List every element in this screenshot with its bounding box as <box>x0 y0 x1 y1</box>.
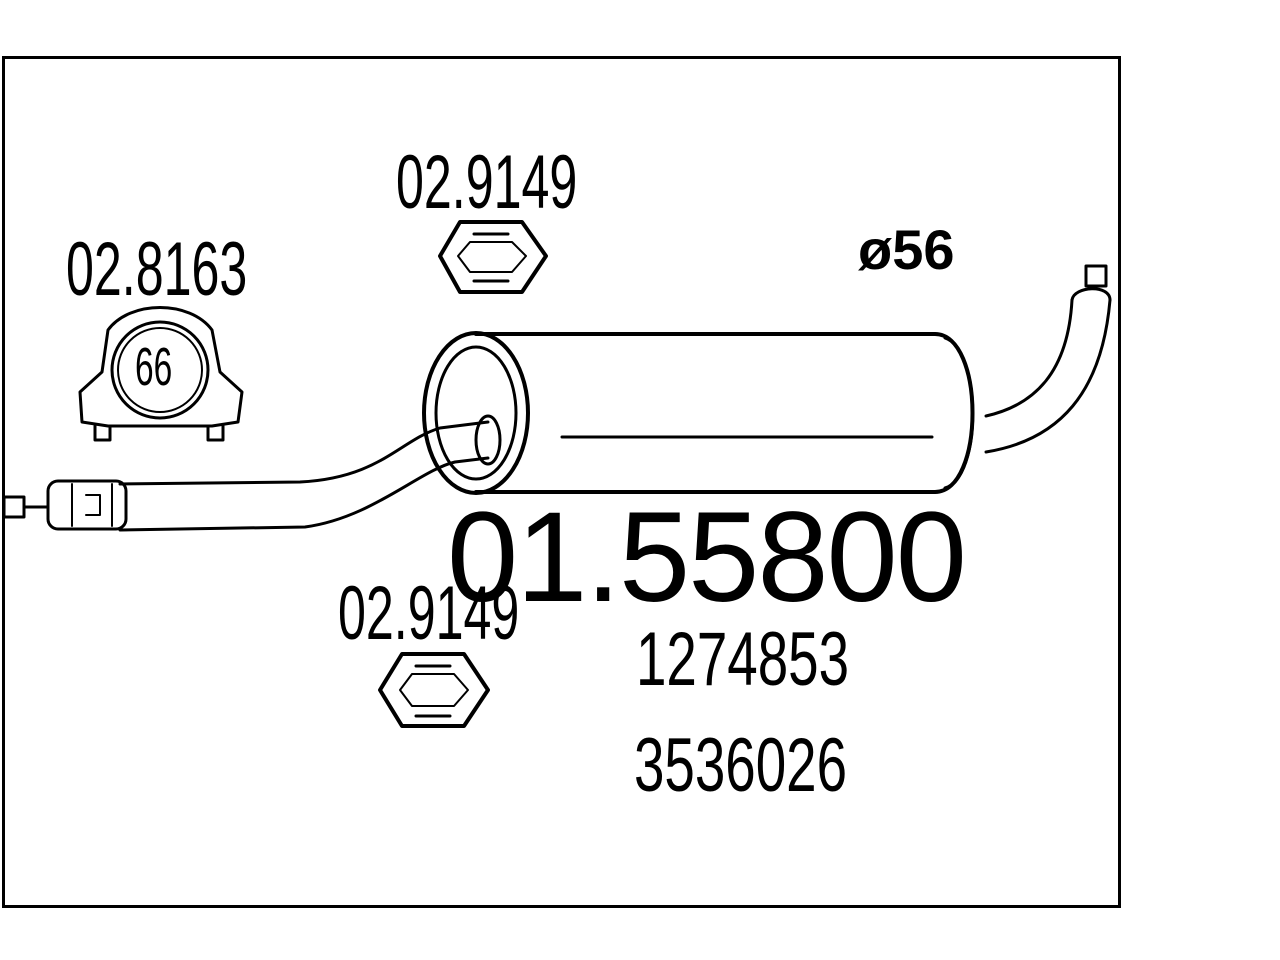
drawing-frame <box>2 56 1121 908</box>
pipe-diameter-label: ø56 <box>858 218 955 281</box>
clamp-part-number: 02.8163 <box>66 227 248 312</box>
oem-number: 3536026 <box>634 723 848 808</box>
muffler-body <box>422 331 975 495</box>
hanger-part-number: 02.9149 <box>396 140 578 225</box>
hanger-part-number: 02.9149 <box>338 571 520 656</box>
clamp-size-label: 66 <box>135 337 173 397</box>
exhaust-clamp-icon <box>78 306 244 442</box>
oem-number: 1274853 <box>636 617 850 702</box>
inlet-pipe <box>2 414 502 532</box>
outlet-pipe <box>984 264 1112 454</box>
rubber-hanger-icon <box>378 652 490 728</box>
rubber-hanger-icon <box>438 220 548 294</box>
main-part-number: 01.55800 <box>447 486 967 629</box>
